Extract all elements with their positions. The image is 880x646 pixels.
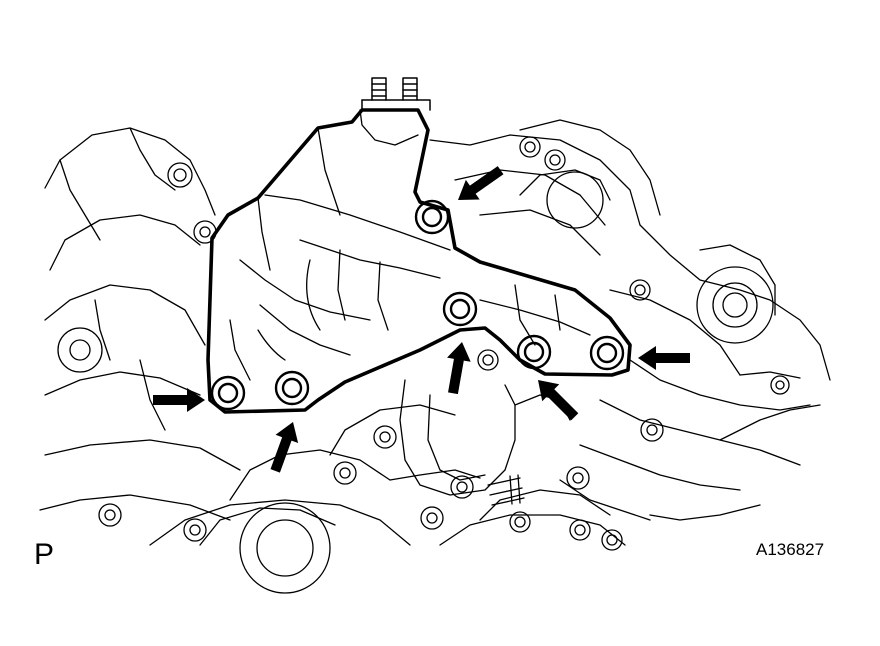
bolt-icon [544, 149, 566, 171]
arrow-icon [458, 166, 504, 200]
view-code-label: P [34, 538, 55, 571]
bolt-icon [770, 375, 790, 395]
bolt-icon [477, 349, 499, 371]
bolt-icon [601, 529, 623, 551]
arrow-icon [638, 346, 690, 370]
background-bolts [98, 136, 790, 551]
bolt-icon [566, 466, 590, 490]
bolt-icon [333, 461, 357, 485]
bolt-icon [589, 335, 625, 371]
bolt-icon [167, 162, 193, 188]
bolt-icon [450, 475, 474, 499]
arrow-icon [270, 422, 299, 473]
bolt-icon [183, 518, 207, 542]
bolt-icon [274, 370, 310, 406]
bolt-icon [509, 511, 531, 533]
engine-mounting-bracket [206, 77, 632, 414]
engine-block [39, 119, 831, 594]
bolt-icon [210, 375, 246, 411]
figure-id-label: A136827 [756, 540, 825, 559]
bolt-icon [373, 425, 397, 449]
arrow-icon [447, 342, 471, 395]
bolt-icon [442, 291, 478, 327]
arrow-icon [538, 380, 579, 421]
bolt-icon [516, 334, 552, 370]
bolt-icon [569, 519, 591, 541]
arrow-icon [153, 388, 205, 412]
callout-arrows [153, 166, 690, 473]
bolt-icon [629, 279, 651, 301]
bolt-icon [414, 199, 450, 235]
bolt-icon [98, 503, 122, 527]
highlighted-bolts [210, 199, 625, 411]
bolt-icon [640, 418, 664, 442]
bolt-icon [420, 506, 444, 530]
bolt-icon [519, 136, 541, 158]
